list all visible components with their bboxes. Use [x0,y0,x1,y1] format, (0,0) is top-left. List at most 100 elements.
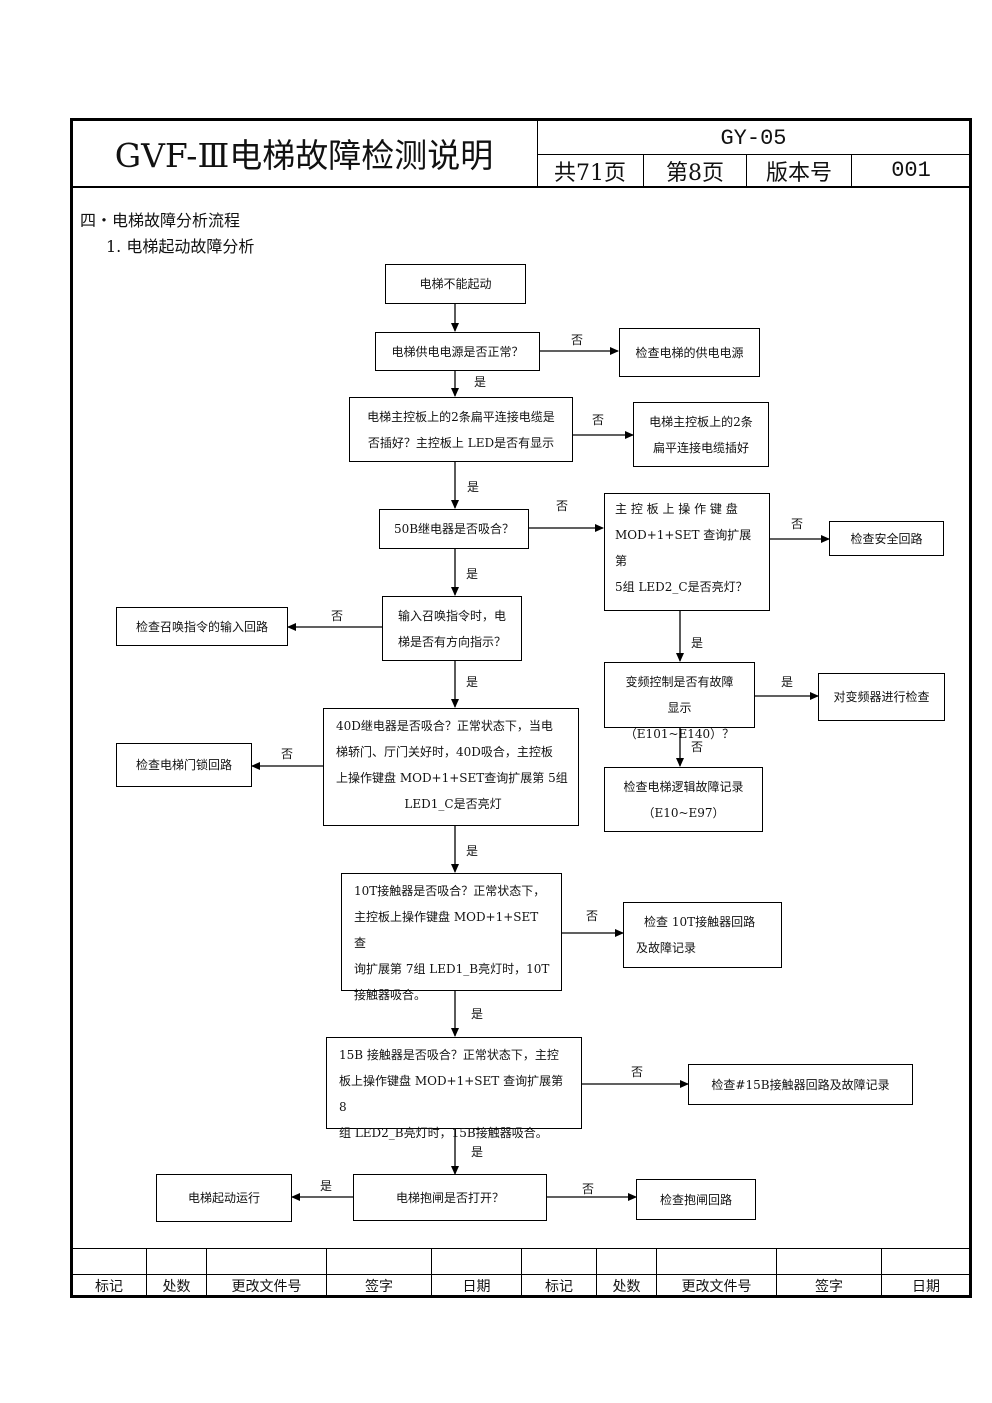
doc-title: GVF-Ⅲ电梯故障检测说明 [114,136,494,175]
footer-cell-sign: 签字 [815,1279,843,1295]
q-15b-line-2: 板上操作键盘 MOD+1+SET 查询扩展第 8 [339,1074,564,1114]
a-10t-line-2: 及故障记录 [636,941,697,955]
a-cable-line-2: 扁平连接电缆插好 [652,441,749,455]
label-no: 否 [631,1065,644,1079]
box-a-15b: 检查#15B接触器回路及故障记录 [688,1064,913,1105]
q-kbd-line-1: 主 控 板 上 操 作 键 盘 [615,502,738,516]
footer-col [431,1248,432,1296]
footer-cell-change-doc: 更改文件号 [231,1279,302,1295]
total-pages: 共71页 [554,160,626,186]
footer-cell-mark: 标记 [95,1279,123,1295]
label-no: 否 [592,413,605,427]
footer-col [206,1248,207,1296]
section-subheading: 1. 电梯起动故障分析 [106,237,255,256]
q-call-line-1: 输入召唤指令时，电 [397,609,506,623]
version-label: 版本号 [765,160,832,186]
box-a-brake: 检查抱闸回路 [636,1179,756,1220]
label-no: 否 [791,517,804,531]
q-10t-line-1: 10T接触器是否吸合？正常状态下， [354,884,546,898]
box-a-logic: 检查电梯逻辑故障记录 （E10~E97） [604,767,763,832]
label-no: 否 [582,1182,595,1196]
label-yes: 是 [466,567,479,581]
q-40d-line-3: 上操作键盘 MOD+1+SET查询扩展第 5组 [336,771,568,785]
label-yes: 是 [467,480,480,494]
box-a-cable: 电梯主控板上的2条 扁平连接电缆插好 [633,402,769,467]
q-15b-line-1: 15B 接触器是否吸合？正常状态下，主控 [339,1048,559,1062]
document-frame [70,118,972,1298]
doc-code: GY-05 [720,125,787,151]
q-kbd-line-2: MOD+1+SET 查询扩展第 [615,528,752,568]
label-yes: 是 [466,844,479,858]
q-cable-line-2: 否插好？主控板上 LED是否有显示 [367,436,555,450]
a-10t-line-1: 检查 10T接触器回路 [644,915,756,929]
footer-col [776,1248,777,1296]
q-vf-line-1: 变频控制是否有故障 [625,675,734,689]
header-col-1 [643,154,644,187]
q-kbd-line-3: 5组 LED2_C是否亮灯？ [615,580,748,594]
header-col-2 [746,154,747,187]
label-yes: 是 [320,1179,333,1193]
box-q-power: 电梯供电电源是否正常？ [375,332,540,371]
header-bottom-line [70,186,972,188]
label-no: 否 [281,747,294,761]
page-number: 第8页 [666,160,724,186]
footer-cell-sign: 签字 [365,1279,393,1295]
box-a-run: 电梯起动运行 [156,1174,292,1222]
footer-cell-mark: 标记 [545,1279,573,1295]
box-a-vf: 对变频器进行检查 [818,673,945,721]
box-q-50b: 50B继电器是否吸合？ [379,509,529,549]
label-yes: 是 [781,675,794,689]
box-start: 电梯不能起动 [385,264,526,304]
footer-cell-count: 处数 [162,1279,191,1295]
label-yes: 是 [466,675,479,689]
footer-cell-count: 处数 [612,1279,641,1295]
footer-col [146,1248,147,1296]
q-40d-line-4: LED1_C是否亮灯 [404,797,502,811]
q-cable-line-1: 电梯主控板上的2条扁平连接电缆是 [367,410,555,424]
header-col-3 [851,154,852,187]
label-yes: 是 [474,375,487,389]
q-10t-line-4: 接触器吸合。 [354,988,427,1002]
label-no: 否 [571,333,584,347]
footer-col [881,1248,882,1296]
footer-col [326,1248,327,1296]
box-a-10t: 检查 10T接触器回路 及故障记录 [623,902,782,968]
box-q-keyboard: 主 控 板 上 操 作 键 盘 MOD+1+SET 查询扩展第 5组 LED2_… [604,493,770,611]
q-call-line-2: 梯是否有方向指示？ [397,635,506,649]
label-no: 否 [691,740,704,754]
footer-col [596,1248,597,1296]
version-value: 001 [891,158,931,183]
a-cable-line-1: 电梯主控板上的2条 [649,415,753,429]
box-q-15b: 15B 接触器是否吸合？正常状态下，主控 板上操作键盘 MOD+1+SET 查询… [326,1037,582,1140]
label-no: 否 [586,909,599,923]
label-no: 否 [556,499,569,513]
label-no: 否 [331,609,344,623]
box-q-vf: 变频控制是否有故障 显示（E101~E140）？ [604,662,755,741]
label-yes: 是 [471,1145,484,1159]
q-40d-line-1: 40D继电器是否吸合？正常状态下，当电 [336,719,553,733]
section-heading: 四・电梯故障分析流程 [80,211,241,230]
header-divider [537,120,538,187]
box-q-brake: 电梯抱闸是否打开？ [353,1174,547,1221]
footer-col [656,1248,657,1296]
q-15b-line-3: 组 LED2_B亮灯时，15B接触器吸合。 [339,1126,548,1140]
footer-cell-change-doc: 更改文件号 [681,1279,752,1295]
box-q-cable: 电梯主控板上的2条扁平连接电缆是 否插好？主控板上 LED是否有显示 [349,397,573,462]
label-yes: 是 [691,636,704,650]
a-logic-line-1: 检查电梯逻辑故障记录 [623,780,744,794]
a-logic-line-2: （E10~E97） [642,806,725,820]
box-a-call: 检查召唤指令的输入回路 [116,607,288,646]
box-q-call: 输入召唤指令时，电 梯是否有方向指示？ [382,596,522,661]
box-a-door: 检查电梯门锁回路 [116,743,252,787]
box-q-10t: 10T接触器是否吸合？正常状态下， 主控板上操作键盘 MOD+1+SET 查 询… [341,873,562,1002]
box-a-power: 检查电梯的供电电源 [619,328,760,377]
footer-cell-date: 日期 [912,1279,940,1295]
box-a-safety: 检查安全回路 [829,521,944,556]
q-10t-line-2: 主控板上操作键盘 MOD+1+SET 查 [354,910,539,950]
header-mid-line [537,154,970,155]
box-q-40d: 40D继电器是否吸合？正常状态下，当电 梯轿门、厅门关好时，40D吸合，主控板 … [323,708,579,826]
q-10t-line-3: 询扩展第 7组 LED1_B亮灯时，10T [354,962,550,976]
label-yes: 是 [471,1007,484,1021]
footer-col [521,1248,522,1296]
